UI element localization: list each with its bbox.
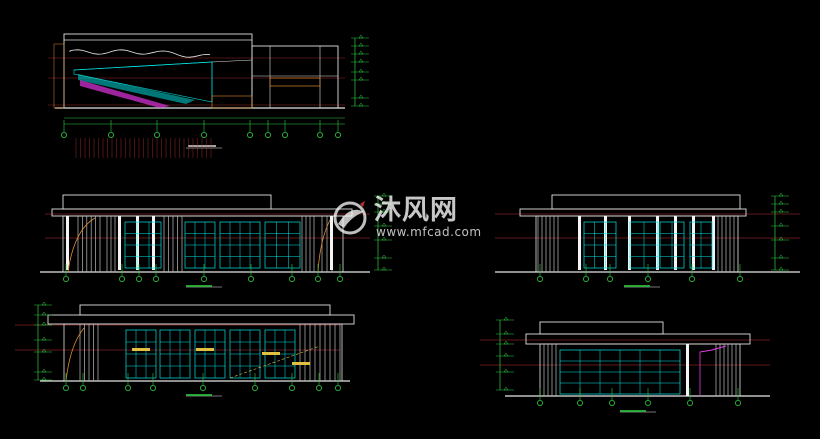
- grid-axis-bubble: [135, 275, 142, 282]
- view-section-1-1: [48, 33, 369, 158]
- grid-axis-bubble: [334, 131, 341, 138]
- white-pier: [712, 216, 715, 270]
- view-elevation-front: [40, 192, 392, 288]
- grid-axis-bubble: [152, 275, 159, 282]
- white-pier: [692, 216, 695, 270]
- balcony-band: [132, 348, 150, 351]
- grid-axis-bubble: [246, 131, 253, 138]
- watermark: 沐风网 www.mfcad.com: [330, 196, 500, 244]
- grid-axis-bubble: [251, 384, 258, 391]
- grid-axis-bubble: [737, 275, 744, 282]
- grid-axis-bubble: [316, 131, 323, 138]
- mfcad-logo-icon: [333, 201, 367, 235]
- grid-axis-bubble: [149, 384, 156, 391]
- grid-axis-bubble: [607, 275, 614, 282]
- white-pier: [330, 216, 333, 270]
- grid-axis-bubble: [288, 275, 295, 282]
- white-pier: [152, 216, 155, 270]
- watermark-url: www.mfcad.com: [376, 225, 482, 239]
- balcony-band: [292, 362, 310, 365]
- white-pier: [656, 216, 659, 270]
- grid-axis-bubble: [577, 399, 584, 406]
- grid-axis-bubble: [315, 384, 322, 391]
- grid-axis-bubble: [63, 275, 70, 282]
- grid-axis-bubble: [63, 384, 70, 391]
- grid-axis-bubble: [281, 131, 288, 138]
- grid-axis-bubble: [583, 275, 590, 282]
- grid-axis-bubble: [645, 275, 652, 282]
- grid-axis-bubble: [200, 131, 207, 138]
- white-pier: [578, 216, 581, 270]
- grid-axis-bubble: [334, 384, 341, 391]
- grid-axis-bubble: [61, 131, 68, 138]
- white-pier: [674, 216, 677, 270]
- balcony-band: [262, 352, 280, 355]
- grid-axis-bubble: [119, 275, 126, 282]
- grid-axis-bubble: [288, 384, 295, 391]
- grid-axis-bubble: [609, 399, 616, 406]
- view-elevation-side-right: [495, 192, 800, 288]
- grid-axis-bubble: [108, 131, 115, 138]
- grid-axis-bubble: [537, 399, 544, 406]
- grid-axis-bubble: [264, 131, 271, 138]
- grid-axis-bubble: [125, 384, 132, 391]
- grid-axis-bubble: [689, 275, 696, 282]
- balcony-band: [196, 348, 214, 351]
- view-elevation-rear: [15, 301, 355, 397]
- grid-axis-bubble: [735, 399, 742, 406]
- white-pier: [686, 344, 689, 396]
- view-elevation-side-left: [480, 316, 770, 413]
- white-pier: [66, 216, 69, 270]
- grid-axis-bubble: [199, 384, 206, 391]
- grid-axis-bubble: [153, 131, 160, 138]
- grid-axis-bubble: [645, 399, 652, 406]
- white-pier: [628, 216, 631, 270]
- grid-axis-bubble: [314, 275, 321, 282]
- grid-axis-bubble: [247, 275, 254, 282]
- white-pier: [118, 216, 121, 270]
- white-pier: [136, 216, 139, 270]
- watermark-title: 沐风网: [374, 195, 458, 226]
- grid-axis-bubble: [537, 275, 544, 282]
- grid-axis-bubble: [336, 275, 343, 282]
- grid-axis-bubble: [80, 384, 87, 391]
- grid-axis-bubble: [200, 275, 207, 282]
- grid-axis-bubble: [687, 399, 694, 406]
